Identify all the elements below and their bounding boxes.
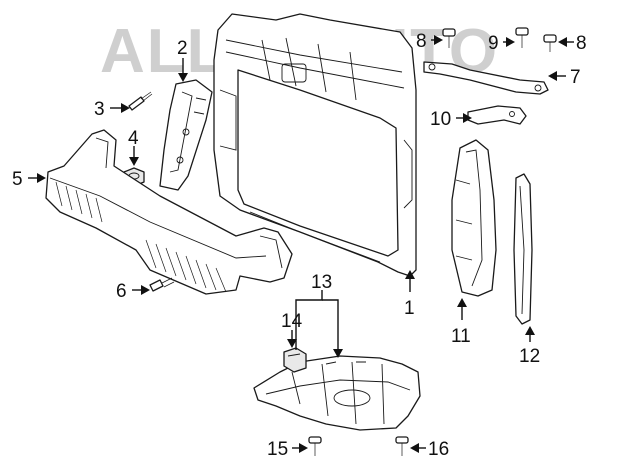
splash-shield-part (253, 355, 421, 431)
callout-11: 11 (451, 326, 471, 347)
screw-6-part (149, 277, 175, 292)
side-bracket-part (159, 79, 213, 191)
callout-16: 16 (428, 439, 449, 460)
callout-9: 9 (488, 33, 499, 54)
radiator-support-part (213, 13, 417, 277)
upper-bracket-part (423, 61, 549, 95)
callout-14: 14 (281, 311, 303, 332)
seal-strip-part (513, 173, 533, 325)
callout-3: 3 (94, 99, 105, 120)
screw-15-part (308, 436, 322, 456)
small-bracket-part (467, 105, 527, 125)
callout-10: 10 (430, 109, 451, 130)
bolt-3-part (128, 91, 153, 111)
air-guide-part (451, 139, 497, 297)
callout-7: 7 (570, 67, 581, 88)
callout-4: 4 (128, 128, 139, 149)
lower-deflector-part (45, 129, 293, 295)
callout-15: 15 (267, 439, 288, 460)
callout-13: 13 (311, 272, 332, 293)
callout-8-left: 8 (416, 31, 427, 52)
bolt-8b-part (543, 34, 557, 52)
leader-lines (28, 35, 574, 453)
callout-labels: 1 2 3 4 5 6 7 8 8 9 10 11 12 13 14 15 16 (12, 31, 587, 460)
screw-16-part (395, 436, 409, 456)
clip-14-part (283, 347, 307, 373)
callout-1: 1 (404, 298, 415, 319)
bolt-8a-part (442, 28, 456, 48)
callout-6: 6 (116, 281, 127, 302)
callout-5: 5 (12, 169, 23, 190)
callout-12: 12 (519, 346, 540, 367)
callout-2: 2 (177, 38, 188, 59)
bolt-9-part (515, 27, 529, 48)
callout-8-right: 8 (576, 33, 587, 54)
